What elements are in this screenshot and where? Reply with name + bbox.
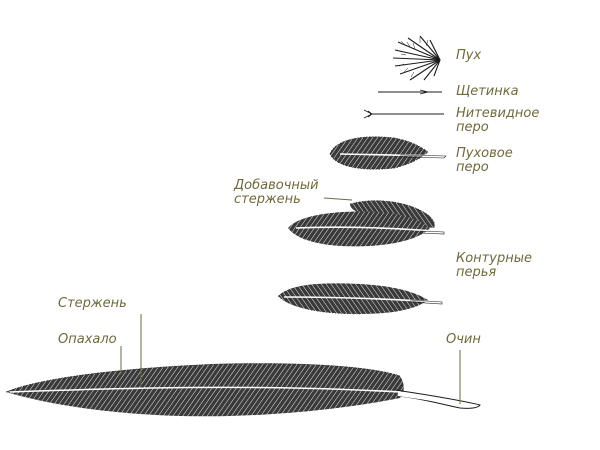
label-vane: Опахало bbox=[58, 332, 117, 347]
label-filoplume-line1: Нитевидное bbox=[456, 106, 539, 121]
label-rachis: Стержень bbox=[58, 296, 127, 311]
label-calamus: Очин bbox=[446, 332, 481, 347]
labels: Пух Щетинка Нитевидное перо Пуховое перо… bbox=[58, 48, 544, 347]
contour-feather-aftershaft bbox=[288, 200, 445, 247]
label-filoplume: Нитевидное перо bbox=[456, 106, 544, 135]
down-feather-tuft bbox=[392, 35, 441, 81]
label-contour: Контурные перья bbox=[456, 251, 536, 280]
label-filoplume-line2: перо bbox=[456, 120, 489, 135]
label-bristle: Щетинка bbox=[456, 84, 519, 99]
label-aftershaft: Добавочный стержень bbox=[233, 178, 323, 207]
filoplume-feather bbox=[363, 109, 444, 119]
contour-feather-small bbox=[277, 283, 443, 315]
down-feather bbox=[329, 136, 447, 170]
leader-lines bbox=[120, 197, 461, 404]
bristle-feather bbox=[378, 89, 442, 95]
label-down-feather: Пуховое перо bbox=[456, 146, 517, 175]
flight-feather bbox=[5, 363, 481, 417]
label-down: Пух bbox=[456, 48, 481, 63]
